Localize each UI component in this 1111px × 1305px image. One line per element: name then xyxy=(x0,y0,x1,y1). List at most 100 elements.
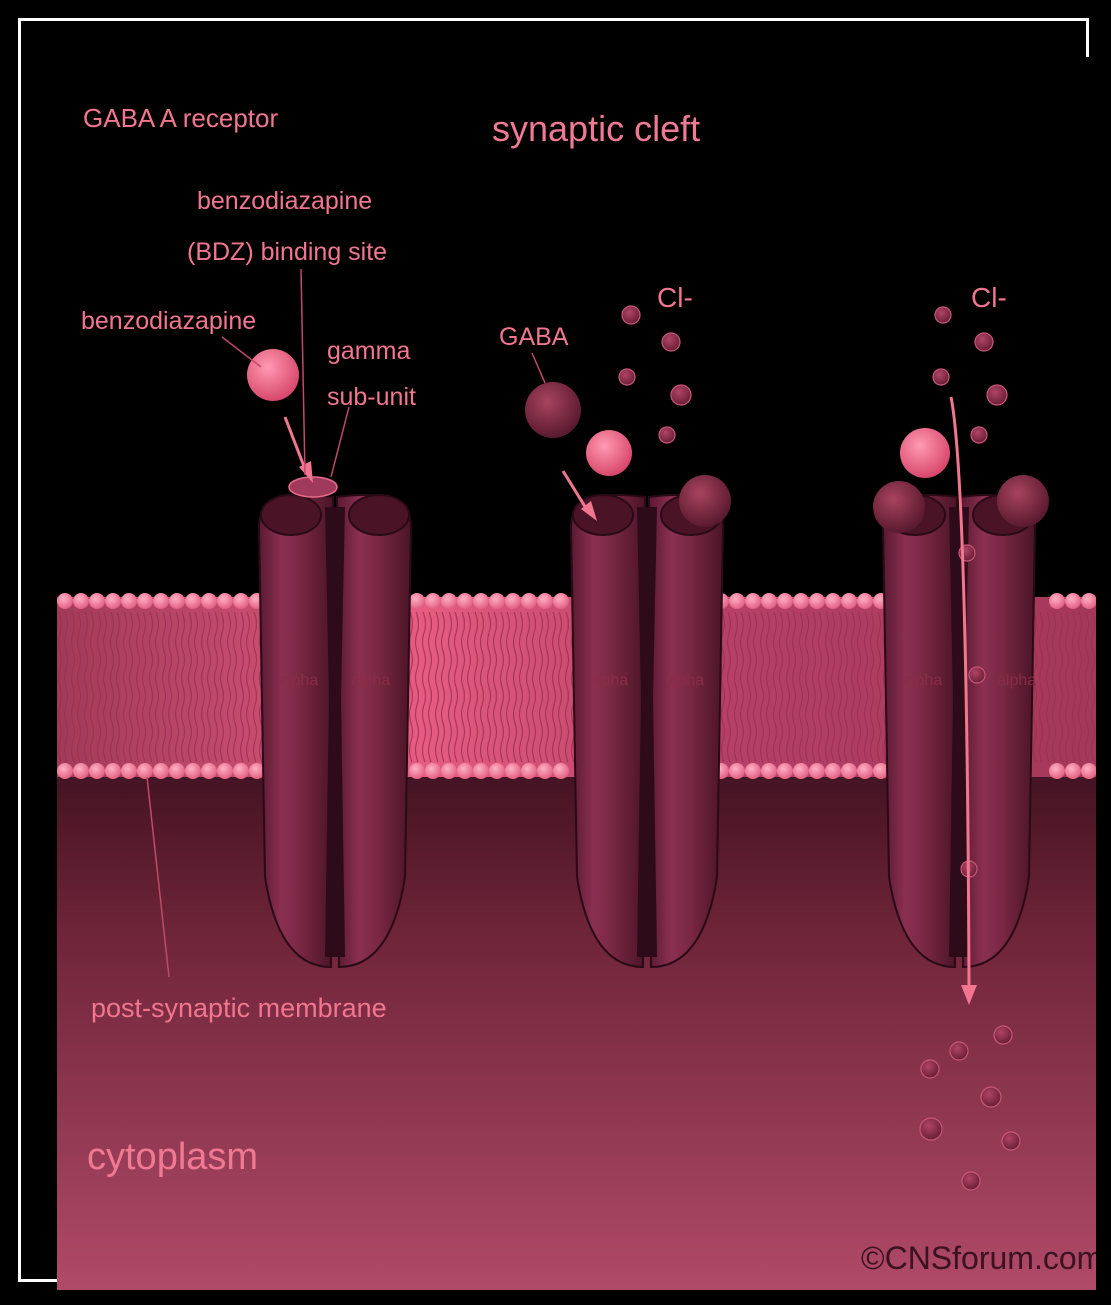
chloride-label-2: Cl- xyxy=(971,282,1007,313)
lipid-head xyxy=(537,763,553,779)
lipid-head xyxy=(457,763,473,779)
bdz-binding-site xyxy=(289,477,337,497)
lipid-head xyxy=(729,593,745,609)
synaptic-cleft-label: synaptic cleft xyxy=(492,108,700,149)
chloride-ion xyxy=(662,333,680,351)
subunit-label: alpha xyxy=(903,672,942,689)
lipid-head xyxy=(105,763,121,779)
lipid-head xyxy=(793,763,809,779)
lipid-head xyxy=(841,593,857,609)
chloride-ion xyxy=(950,1042,968,1060)
gaba-receptor-diagram: GABA A receptor synaptic cleft benzodiaz… xyxy=(57,57,1096,1290)
chloride-ion xyxy=(671,385,691,405)
chloride-ion xyxy=(975,333,993,351)
lipid-head xyxy=(1049,763,1065,779)
lipid-head xyxy=(1065,763,1081,779)
lipid-head xyxy=(409,593,425,609)
lipid-head xyxy=(137,593,153,609)
lipid-head xyxy=(537,593,553,609)
membrane-label: post-synaptic membrane xyxy=(91,993,387,1023)
lipid-head xyxy=(809,593,825,609)
subunit-label: alpha xyxy=(351,672,390,689)
lipid-head xyxy=(473,763,489,779)
subunit-label: alpha xyxy=(997,672,1036,689)
lipid-head xyxy=(185,763,201,779)
credit-text: ©CNSforum.com xyxy=(861,1240,1096,1276)
lipid-head xyxy=(153,593,169,609)
chloride-ion xyxy=(935,307,951,323)
lipid-head xyxy=(505,763,521,779)
gaba-label: GABA xyxy=(499,323,569,351)
lipid-head xyxy=(233,593,249,609)
lipid-head xyxy=(57,763,73,779)
bound-gaba xyxy=(997,475,1049,527)
diagram-frame: GABA A receptor synaptic cleft benzodiaz… xyxy=(18,18,1089,1282)
lipid-head xyxy=(121,763,137,779)
diagram-canvas: GABA A receptor synaptic cleft benzodiaz… xyxy=(57,57,1096,1290)
lipid-head xyxy=(201,763,217,779)
chloride-ion xyxy=(987,385,1007,405)
lipid-head xyxy=(729,763,745,779)
chloride-ion xyxy=(969,667,985,683)
chloride-ion xyxy=(619,369,635,385)
lipid-head xyxy=(457,593,473,609)
benzodiazapine-label: benzodiazapine xyxy=(81,307,256,335)
receptor-title: GABA A receptor xyxy=(83,103,278,133)
lipid-head xyxy=(825,593,841,609)
lipid-head xyxy=(89,763,105,779)
lipid-head xyxy=(425,763,441,779)
lipid-head xyxy=(745,763,761,779)
chloride-ion xyxy=(994,1026,1012,1044)
bound-benzodiazapine-3 xyxy=(900,428,950,478)
lipid-head xyxy=(73,593,89,609)
benzodiazapine-molecule xyxy=(247,349,299,401)
gamma-label-line2: sub-unit xyxy=(327,383,416,411)
chloride-ion xyxy=(920,1118,942,1140)
lipid-head xyxy=(825,763,841,779)
bdz-site-label-line2: (BDZ) binding site xyxy=(187,238,387,266)
lipid-head xyxy=(409,763,425,779)
lipid-head xyxy=(217,763,233,779)
lipid-head xyxy=(57,593,73,609)
lipid-head xyxy=(553,593,569,609)
lipid-head xyxy=(233,763,249,779)
subunit-label: alpha xyxy=(665,672,704,689)
lipid-head xyxy=(121,593,137,609)
lipid-head xyxy=(809,763,825,779)
bdz-site-label-line1: benzodiazapine xyxy=(197,187,372,215)
lipid-head xyxy=(505,593,521,609)
receptor-channel xyxy=(259,477,411,967)
chloride-ion xyxy=(659,427,675,443)
lipid-head xyxy=(217,593,233,609)
lipid-head xyxy=(441,763,457,779)
chloride-ion xyxy=(971,427,987,443)
bound-benzodiazapine-2 xyxy=(586,430,632,476)
lipid-head xyxy=(1065,593,1081,609)
lipid-head xyxy=(137,763,153,779)
lipid-head xyxy=(553,763,569,779)
bound-gaba xyxy=(873,481,925,533)
lipid-head xyxy=(441,593,457,609)
lipid-head xyxy=(857,763,873,779)
lipid-head xyxy=(425,593,441,609)
lipid-head xyxy=(105,593,121,609)
lipid-head xyxy=(761,763,777,779)
gamma-label-line1: gamma xyxy=(327,337,410,365)
lipid-head xyxy=(521,763,537,779)
chloride-ion xyxy=(622,306,640,324)
lipid-head xyxy=(841,763,857,779)
gaba-molecule xyxy=(525,382,581,438)
lipid-head xyxy=(489,593,505,609)
chloride-ion xyxy=(962,1172,980,1190)
chloride-ion xyxy=(933,369,949,385)
chloride-ion xyxy=(981,1087,1001,1107)
lipid-head xyxy=(185,593,201,609)
receptor-channel xyxy=(571,475,731,967)
bound-gaba xyxy=(679,475,731,527)
lipid-head xyxy=(73,763,89,779)
lipid-head xyxy=(745,593,761,609)
lipid-head xyxy=(89,593,105,609)
lipid-head xyxy=(489,763,505,779)
cytoplasm-label: cytoplasm xyxy=(87,1136,258,1178)
receptor-channels xyxy=(259,475,1049,967)
